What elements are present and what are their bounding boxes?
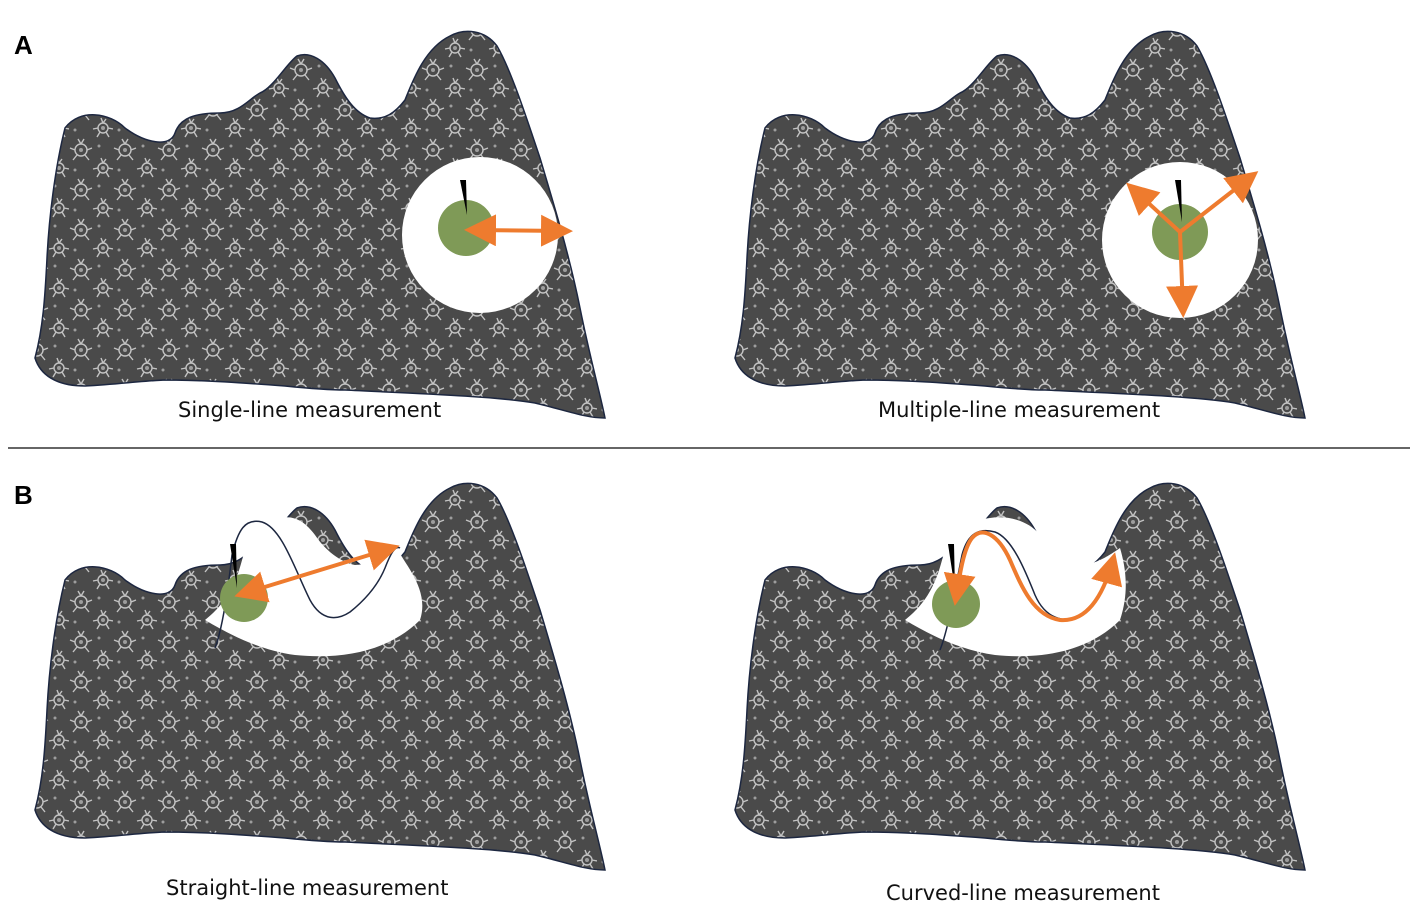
measurement-arrow-curved — [943, 530, 1123, 623]
caption-single-line: Single-line measurement — [178, 398, 442, 422]
measurement-arrow — [1166, 231, 1199, 318]
coral-b-straight — [34, 482, 606, 871]
caption-straight-line: Straight-line measurement — [166, 876, 449, 900]
focal-polyp — [220, 574, 268, 622]
coral-b-curved — [734, 482, 1306, 871]
marker-wedge — [1175, 180, 1182, 222]
caption-curved-line: Curved-line measurement — [886, 881, 1160, 905]
measurement-arrow — [234, 539, 400, 603]
panel-b-label: B — [14, 480, 33, 510]
measurement-arrow — [1126, 182, 1182, 234]
caption-multiple-line: Multiple-line measurement — [878, 398, 1161, 422]
panel-a-label: A — [14, 30, 33, 60]
measurement-arrow — [1178, 171, 1259, 234]
marker-wedge — [460, 180, 467, 215]
measurement-arrow — [464, 214, 573, 247]
